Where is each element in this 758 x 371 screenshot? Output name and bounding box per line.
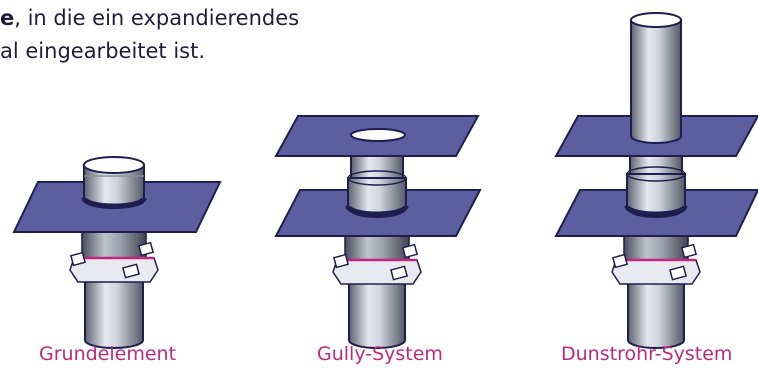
caption-grundelement: Grundelement [39,343,177,365]
caption-dunstrohr-system: Dunstrohr-System [561,343,733,365]
intro-text: e, in die ein expandierendes al eingearb… [0,2,380,68]
intro-line-1-rest: , in die ein expandierendes [14,6,300,30]
intro-line-2: al eingearbeitet ist. [0,39,206,63]
dunstrohr-system-illustration [554,12,758,349]
intro-line-1-bold: e [0,6,15,30]
grundelement-illustration [12,156,222,349]
intro-line-1: e, in die ein expandierendes [0,2,380,35]
gully-system-illustration [274,115,482,349]
caption-gully-system: Gully-System [317,343,443,365]
